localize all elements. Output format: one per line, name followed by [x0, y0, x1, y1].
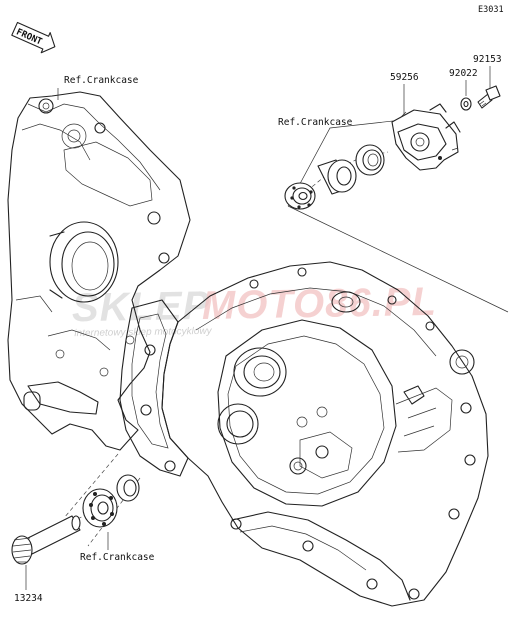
watermark-tagline: internetowy sklep motocyklowy [74, 326, 212, 339]
upper-exploded-assembly [284, 66, 509, 313]
ref-crankcase-label-mid: Ref.Crankcase [278, 117, 353, 128]
left-crankcase-half [7, 91, 191, 451]
oil-seal-upper [355, 144, 385, 176]
part-number-59256: 59256 [390, 72, 419, 83]
collar-upper [317, 159, 357, 195]
bolt-92153 [477, 85, 501, 109]
ref-crankcase-label-bottom: Ref.Crankcase [80, 552, 155, 563]
shaft-13234 [11, 515, 81, 565]
part-number-92153: 92153 [473, 54, 502, 65]
oil-seal-lower [116, 474, 140, 502]
pump-housing-59256 [391, 103, 461, 171]
watermark: SKLEP MOTO86.PL internetowy sklep motocy… [72, 280, 438, 339]
ref-crankcase-label-top: Ref.Crankcase [64, 75, 139, 86]
ball-bearing-lower [82, 488, 118, 528]
washer-92022 [460, 97, 472, 111]
part-number-13234: 13234 [14, 593, 43, 604]
diagram-code: E3031 [478, 5, 504, 15]
watermark-brand-2: MOTO86.PL [202, 280, 438, 328]
part-number-92022: 92022 [449, 68, 478, 79]
lower-shaft-assembly [11, 453, 141, 590]
crankcase-gasket [119, 299, 189, 477]
front-arrow-icon: FRONT [11, 21, 56, 54]
ball-bearing-upper [284, 182, 316, 210]
watermark-brand-1: SKLEP [72, 284, 211, 330]
